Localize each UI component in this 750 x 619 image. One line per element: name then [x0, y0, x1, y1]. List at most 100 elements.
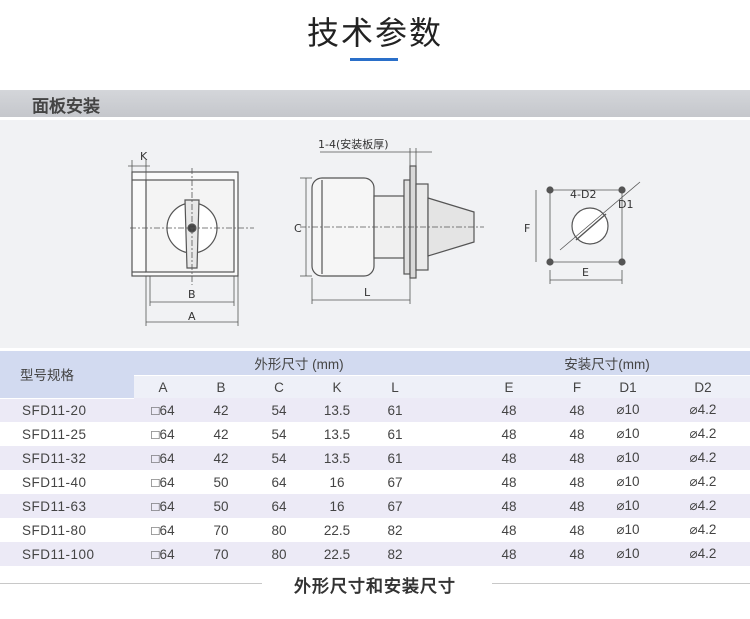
cell-spacer [424, 470, 464, 494]
cell-spacer [424, 494, 464, 518]
cell-k: 22.5 [308, 542, 366, 566]
cell-k: 13.5 [308, 446, 366, 470]
caption-text: 外形尺寸和安装尺寸 [284, 577, 466, 597]
cell-model: SFD11-32 [0, 446, 134, 470]
cell-b: 42 [192, 446, 250, 470]
cell-a: □64 [134, 446, 192, 470]
table-row: SFD11-20 □64 42 54 13.5 61 48 48 ⌀10 ⌀4.… [0, 398, 750, 422]
cell-model: SFD11-20 [0, 398, 134, 422]
col-header-a: A [134, 375, 192, 398]
cell-b: 50 [192, 494, 250, 518]
cell-a: □64 [134, 518, 192, 542]
cell-d1: ⌀10 [600, 446, 656, 470]
cell-l: 61 [366, 398, 424, 422]
dim-label-thickness: 1-4(安装板厚) [318, 137, 389, 151]
title-underline [350, 58, 398, 61]
table-row: SFD11-25 □64 42 54 13.5 61 48 48 ⌀10 ⌀4.… [0, 422, 750, 446]
cell-c: 64 [250, 494, 308, 518]
cell-spacer [424, 446, 464, 470]
cell-c: 54 [250, 422, 308, 446]
mounting-cutout [535, 181, 641, 284]
dimension-diagram: K B A 1-4(安装板厚) C L [0, 120, 750, 348]
cell-e: 48 [464, 518, 554, 542]
cell-c: 80 [250, 542, 308, 566]
cell-c: 54 [250, 446, 308, 470]
figure-caption: 外形尺寸和安装尺寸 [0, 572, 750, 597]
cell-d1: ⌀10 [600, 518, 656, 542]
col-spacer [424, 375, 464, 398]
cell-e: 48 [464, 422, 554, 446]
cell-a: □64 [134, 398, 192, 422]
cell-l: 82 [366, 542, 424, 566]
spec-table: 型号规格 外形尺寸 (mm) 安装尺寸(mm) A B C K L E F D1… [0, 351, 750, 566]
cell-model: SFD11-40 [0, 470, 134, 494]
outline-group-header: 外形尺寸 (mm) [134, 351, 464, 376]
cell-model: SFD11-25 [0, 422, 134, 446]
cell-d1: ⌀10 [600, 470, 656, 494]
cell-k: 22.5 [308, 518, 366, 542]
cell-c: 80 [250, 518, 308, 542]
front-view [128, 160, 254, 326]
cell-a: □64 [134, 542, 192, 566]
cell-l: 61 [366, 422, 424, 446]
cell-e: 48 [464, 446, 554, 470]
cell-f: 48 [554, 398, 600, 422]
cell-f: 48 [554, 470, 600, 494]
cell-d2: ⌀4.2 [656, 446, 750, 470]
cell-c: 64 [250, 470, 308, 494]
cell-b: 70 [192, 518, 250, 542]
cell-model: SFD11-100 [0, 542, 134, 566]
dim-label-e: E [582, 266, 589, 279]
col-header-d2: D2 [656, 375, 750, 398]
col-header-b: B [192, 375, 250, 398]
cell-d2: ⌀4.2 [656, 542, 750, 566]
table-row: SFD11-40 □64 50 64 16 67 48 48 ⌀10 ⌀4.2 [0, 470, 750, 494]
cell-f: 48 [554, 494, 600, 518]
cell-d2: ⌀4.2 [656, 422, 750, 446]
cell-d1: ⌀10 [600, 542, 656, 566]
col-header-e: E [464, 375, 554, 398]
cell-model: SFD11-80 [0, 518, 134, 542]
table-row: SFD11-63 □64 50 64 16 67 48 48 ⌀10 ⌀4.2 [0, 494, 750, 518]
cell-d2: ⌀4.2 [656, 470, 750, 494]
side-view [300, 148, 484, 304]
col-header-l: L [366, 375, 424, 398]
caption-divider-left [0, 583, 262, 584]
dim-label-c: C [294, 222, 302, 235]
cell-k: 13.5 [308, 398, 366, 422]
cell-spacer [424, 542, 464, 566]
model-header: 型号规格 [0, 351, 134, 399]
cell-spacer [424, 422, 464, 446]
cell-f: 48 [554, 542, 600, 566]
table-row: SFD11-80 □64 70 80 22.5 82 48 48 ⌀10 ⌀4.… [0, 518, 750, 542]
cell-k: 16 [308, 470, 366, 494]
section-title: 面板安装 [32, 97, 100, 117]
cell-k: 16 [308, 494, 366, 518]
section-bar: 面板安装 [0, 90, 750, 117]
dimension-drawings: K B A 1-4(安装板厚) C L [128, 137, 641, 326]
dim-label-f: F [524, 222, 530, 235]
cell-b: 42 [192, 398, 250, 422]
col-header-f: F [554, 375, 600, 398]
cell-b: 70 [192, 542, 250, 566]
dim-label-holes: 4-D2 [570, 188, 596, 201]
cell-d1: ⌀10 [600, 494, 656, 518]
cell-f: 48 [554, 518, 600, 542]
cell-k: 13.5 [308, 422, 366, 446]
mount-group-header: 安装尺寸(mm) [464, 351, 750, 376]
cell-model: SFD11-63 [0, 494, 134, 518]
cell-d1: ⌀10 [600, 422, 656, 446]
cell-a: □64 [134, 422, 192, 446]
cell-a: □64 [134, 494, 192, 518]
dim-label-d1: D1 [618, 198, 633, 211]
cell-e: 48 [464, 542, 554, 566]
col-header-k: K [308, 375, 366, 398]
cell-l: 67 [366, 494, 424, 518]
cell-l: 61 [366, 446, 424, 470]
cell-c: 54 [250, 398, 308, 422]
cell-d1: ⌀10 [600, 398, 656, 422]
col-header-d1: D1 [600, 375, 656, 398]
dim-label-l: L [364, 286, 371, 299]
cell-l: 82 [366, 518, 424, 542]
cell-d2: ⌀4.2 [656, 398, 750, 422]
